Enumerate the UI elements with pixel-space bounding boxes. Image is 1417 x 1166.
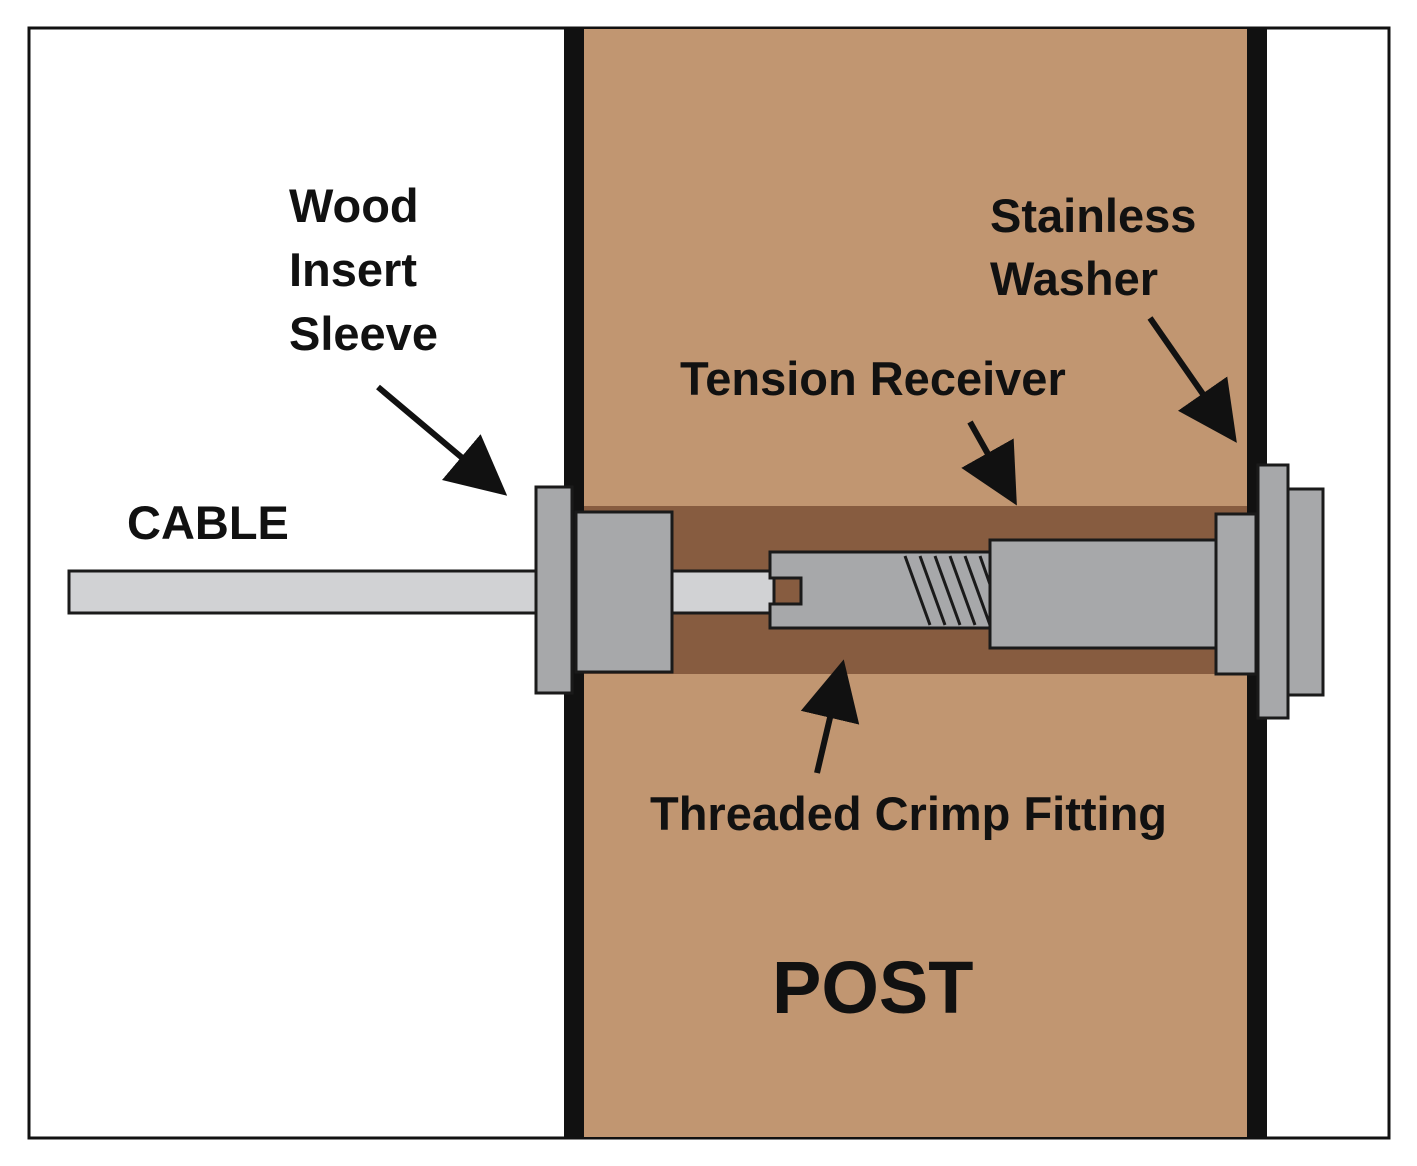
threaded-crimp-fitting xyxy=(768,550,994,630)
label-post: POST xyxy=(772,946,973,1029)
cable xyxy=(67,569,539,615)
wood-insert-sleeve-body xyxy=(574,510,674,674)
post-left-edge xyxy=(564,29,584,1137)
arrow-wood-insert-sleeve xyxy=(376,384,508,496)
stainless-washer xyxy=(1256,463,1290,720)
arrow-threaded-crimp-fitting xyxy=(800,659,860,774)
wood-insert-sleeve-flange xyxy=(534,485,574,695)
label-wood-insert-sleeve: Wood Insert Sleeve xyxy=(289,179,438,360)
cable-inner-segment xyxy=(670,569,776,615)
tension-receiver xyxy=(988,538,1220,650)
arrow-stainless-washer xyxy=(1147,316,1237,443)
tension-nut xyxy=(1286,487,1325,697)
crimp-fitting-threads xyxy=(903,555,994,626)
tension-receiver-collar xyxy=(1214,512,1258,676)
arrow-tension-receiver xyxy=(961,420,1017,506)
label-threaded-crimp-fitting: Threaded Crimp Fitting xyxy=(650,787,1167,840)
label-tension-receiver: Tension Receiver xyxy=(680,352,1066,405)
label-stainless-washer: Stainless Washer xyxy=(990,189,1209,305)
label-cable: CABLE xyxy=(127,496,289,549)
